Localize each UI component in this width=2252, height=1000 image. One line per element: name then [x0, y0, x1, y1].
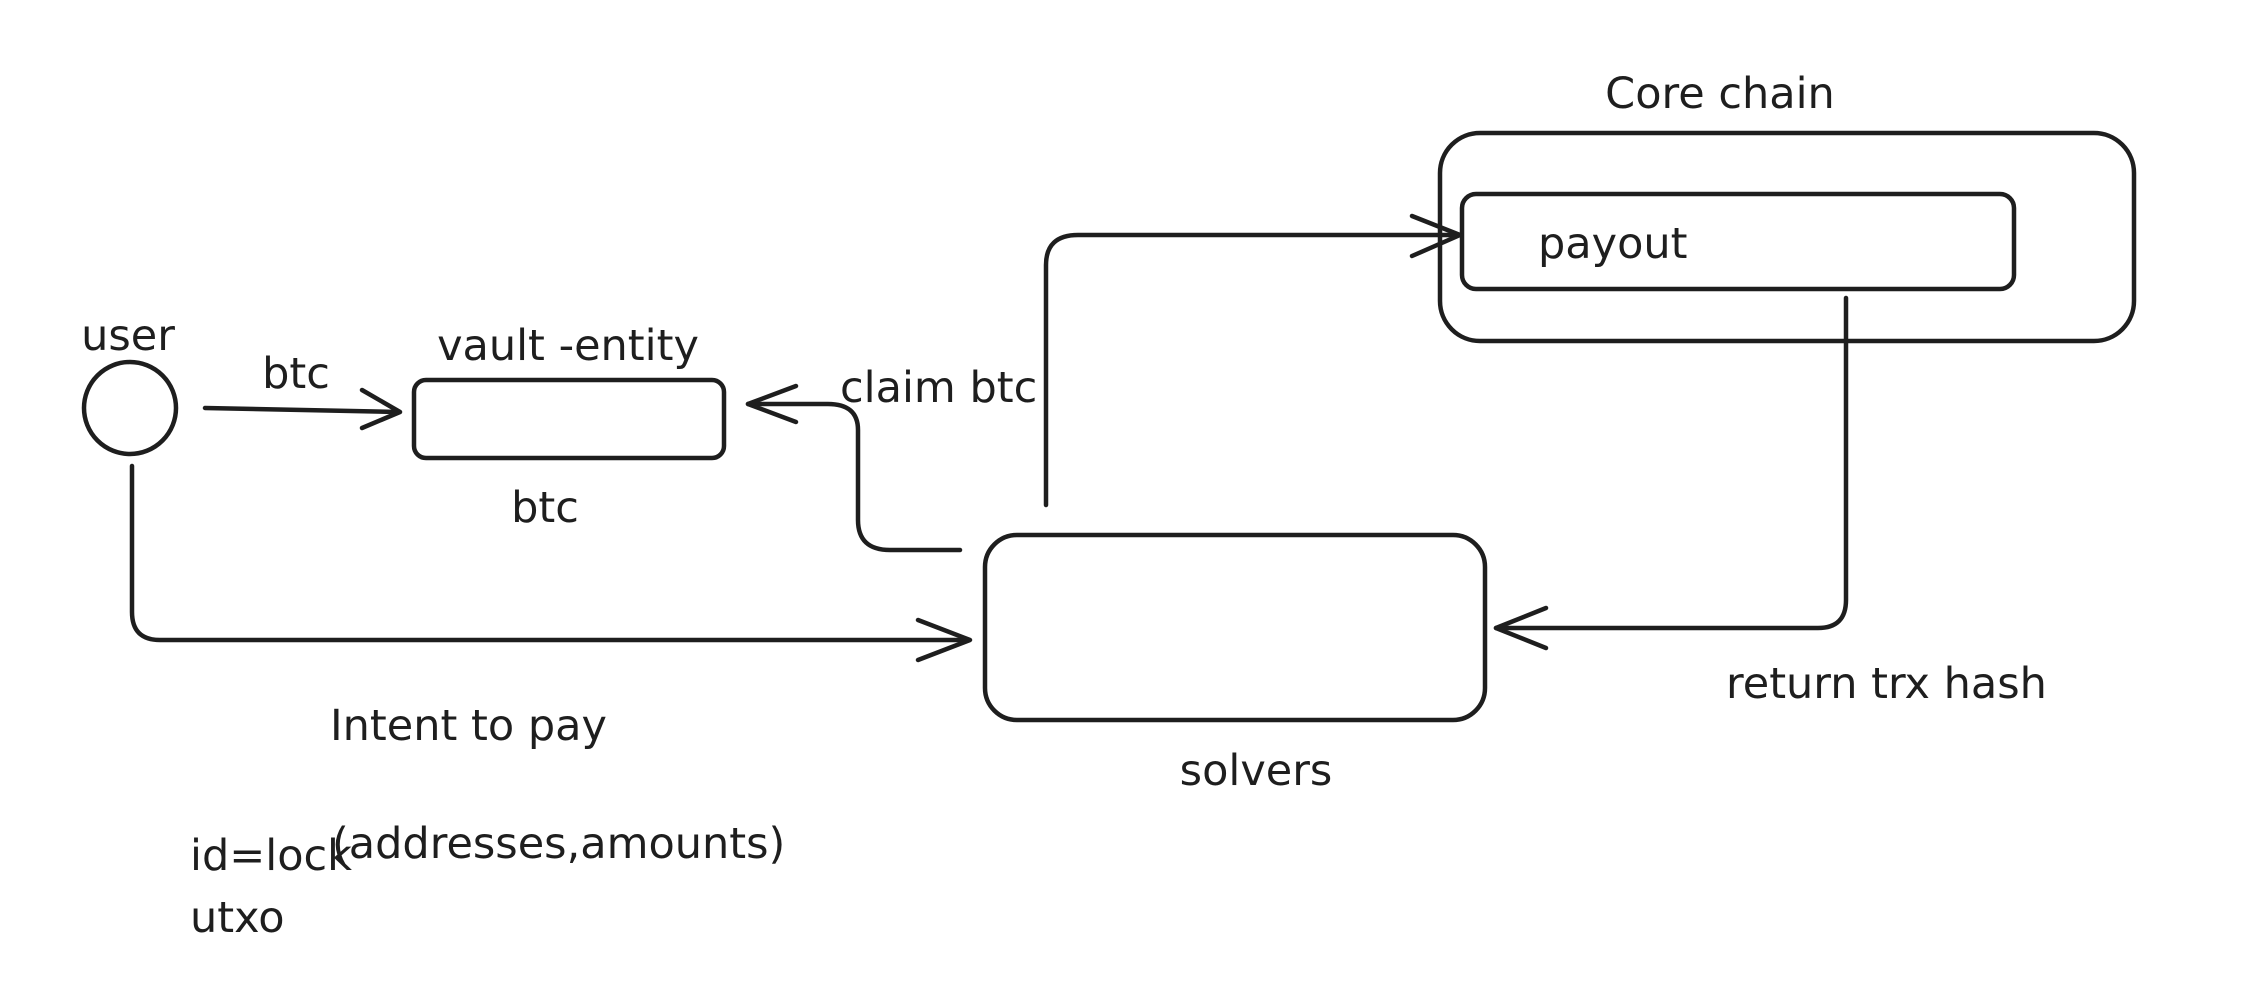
edge-payout-to-solvers-label: return trx hash [1726, 659, 2047, 709]
core-chain-node[interactable]: Core chain [1437, 69, 2137, 344]
edge-user-to-vault-label: btc [262, 349, 330, 399]
notes: id=lock (addresses,amounts) utxo [190, 819, 785, 943]
edge-solvers-to-vault-label: claim btc [840, 363, 1037, 413]
edge-user-to-vault-line [202, 405, 401, 415]
note-line1-prefix: id=lock [190, 831, 352, 881]
solvers-box [982, 532, 1488, 723]
note-line2: utxo [190, 893, 285, 943]
edge-solvers-to-vault[interactable]: claim btc [745, 363, 1037, 553]
vault-entity-node[interactable]: vault -entity btc [411, 321, 727, 533]
note-line1-args: (addresses,amounts) [332, 819, 785, 869]
vault-caption: btc [511, 483, 579, 533]
payout-box [1459, 191, 2017, 292]
edge-solvers-to-vault-arrowhead [745, 383, 799, 425]
edge-user-to-solvers-line [129, 463, 971, 643]
edge-solvers-to-payout-line [1043, 232, 1461, 508]
user-circle [81, 359, 179, 457]
user-label: user [81, 311, 175, 361]
edge-user-to-solvers-arrowhead [915, 617, 973, 663]
payout-node[interactable]: payout [1459, 191, 2017, 292]
edge-user-to-vault[interactable]: btc [202, 349, 403, 431]
payout-label: payout [1538, 219, 1688, 269]
vault-title: vault -entity [437, 321, 699, 371]
edge-user-to-solvers-label: Intent to pay [330, 701, 607, 751]
edge-solvers-to-payout[interactable] [1043, 213, 1463, 508]
edge-payout-to-solvers-arrowhead [1493, 605, 1549, 651]
solvers-label: solvers [1180, 746, 1333, 796]
vault-box [411, 377, 727, 461]
edge-user-to-solvers[interactable]: Intent to pay [129, 463, 973, 751]
user-node[interactable]: user [81, 311, 179, 457]
edge-solvers-to-vault-line [745, 401, 963, 553]
edge-solvers-to-payout-arrowhead [1409, 213, 1463, 259]
edge-payout-to-solvers-line [1493, 295, 1849, 631]
edge-user-to-vault-arrowhead [359, 387, 403, 431]
edge-payout-to-solvers[interactable]: return trx hash [1493, 295, 2047, 709]
core-chain-title: Core chain [1605, 69, 1835, 119]
solvers-node[interactable]: solvers [982, 532, 1488, 796]
